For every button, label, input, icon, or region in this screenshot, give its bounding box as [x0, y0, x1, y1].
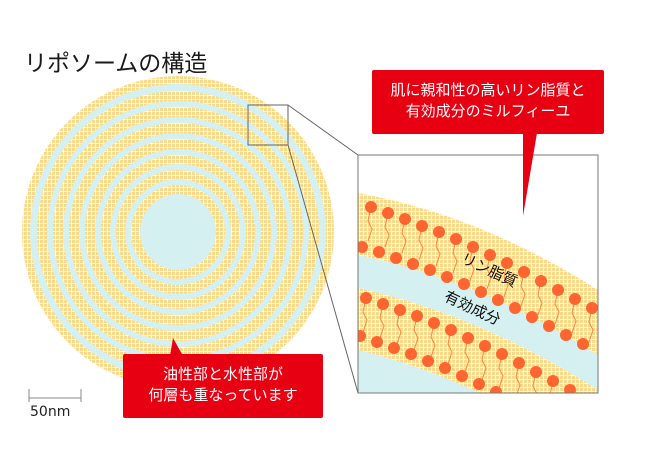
connector-line-bottom	[287, 144, 359, 394]
top-callout-pointer	[523, 133, 537, 216]
callout-phospholipid-millefeuille: 肌に親和性の高いリン脂質と 有効成分のミルフィーユ	[372, 70, 604, 134]
scale-bar	[28, 389, 82, 402]
scale-bar-label: 50nm	[30, 404, 71, 420]
liposome-cross-section	[22, 76, 334, 388]
connector-line-top	[287, 104, 359, 156]
callout-top-line2: 有効成分のミルフィーユ	[405, 102, 571, 120]
callout-bottom-line1: 油性部と水性部が	[162, 365, 283, 383]
detail-panel-border	[357, 154, 599, 394]
bottom-callout-pointer	[170, 338, 183, 356]
zoom-region-box	[247, 104, 289, 146]
page-title: リポソームの構造	[24, 51, 208, 77]
callout-bottom-line2: 何層も重なっています	[148, 386, 298, 404]
detail-panel: リン脂質 有効成分	[358, 155, 598, 393]
callout-oil-water-layers: 油性部と水性部が 何層も重なっています	[123, 354, 323, 418]
callout-top-line1: 肌に親和性の高いリン脂質と	[390, 81, 586, 99]
